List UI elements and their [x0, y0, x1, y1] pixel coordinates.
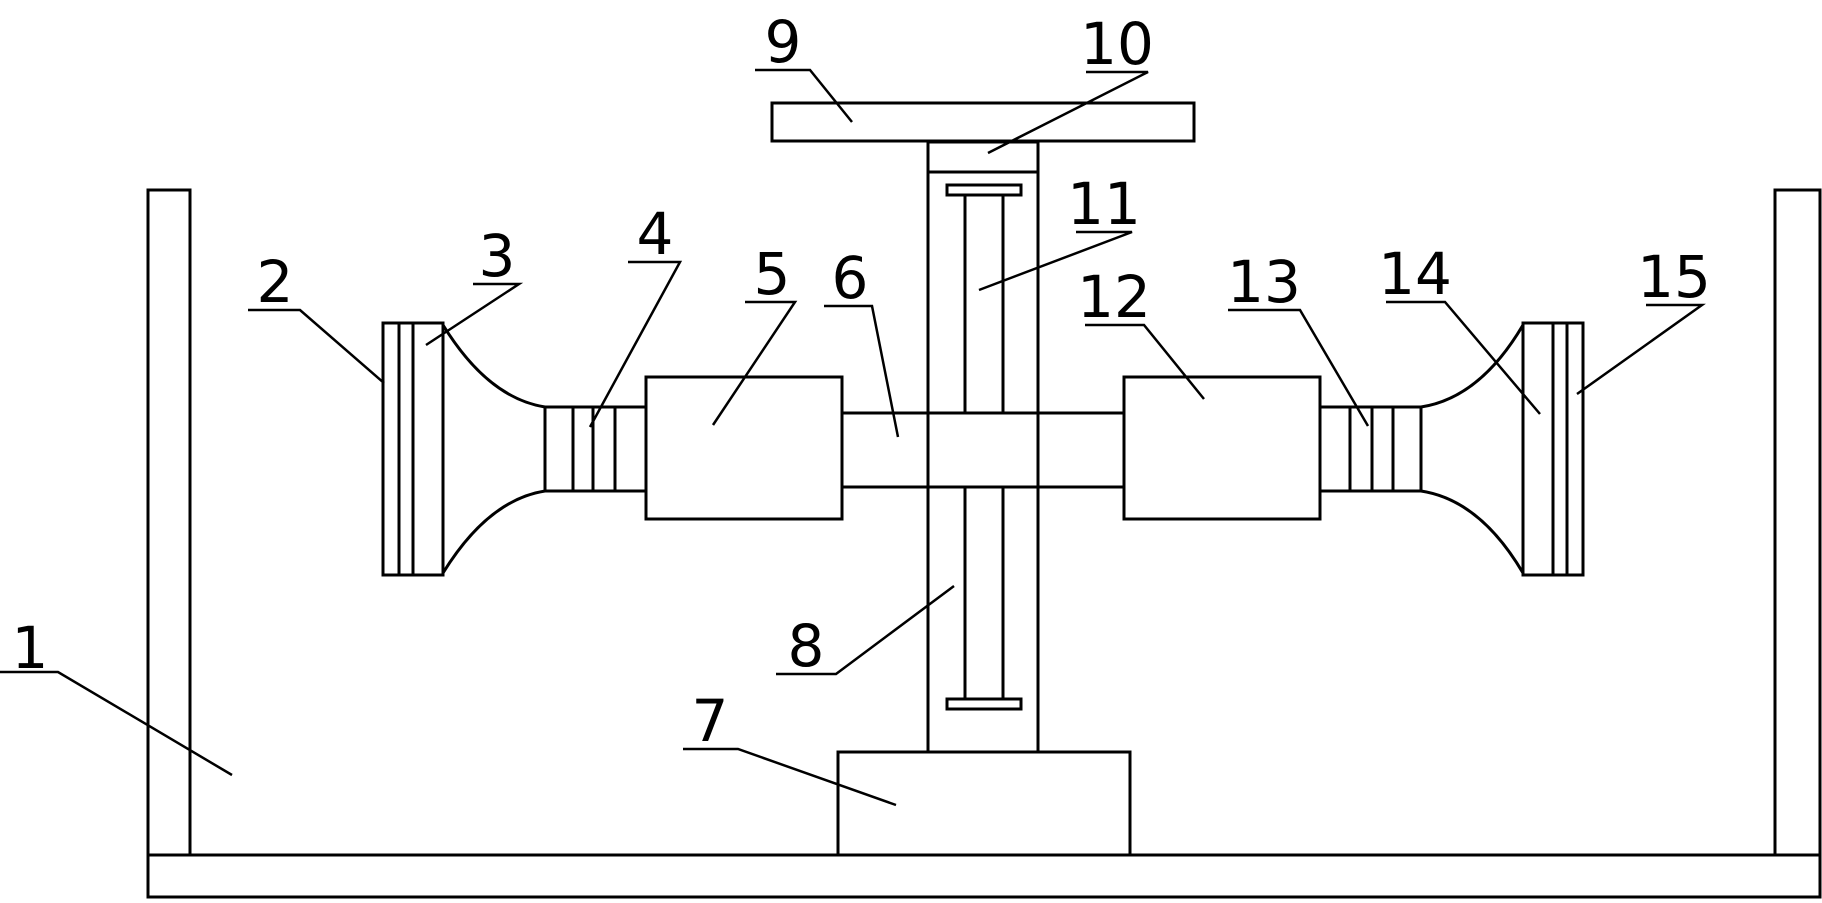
right-disc-face: [1521, 321, 1555, 577]
label-10: 10: [1080, 10, 1154, 78]
left-cone-upper: [441, 324, 546, 409]
label-6: 6: [832, 244, 869, 312]
right-cone-lower: [1420, 489, 1525, 574]
shaft-right-segment: [1036, 411, 1126, 489]
left-disc-face: [411, 321, 445, 577]
right-motor-box: [1122, 375, 1322, 521]
leader-9: [755, 68, 853, 123]
leader-5: [711, 300, 798, 426]
label-7: 7: [692, 687, 729, 755]
right-disc-outer: [1565, 321, 1585, 577]
leader-13: [1228, 308, 1370, 427]
label-14: 14: [1378, 240, 1452, 308]
leader-7: [683, 747, 897, 807]
label-12: 12: [1077, 263, 1151, 331]
frame-base: [146, 853, 1822, 899]
label-1: 1: [12, 614, 49, 682]
lower-screw-rod: [945, 485, 1023, 711]
leader-8: [776, 584, 955, 676]
label-15: 15: [1637, 243, 1711, 311]
leader-10: [987, 70, 1149, 155]
left-coupling-body: [543, 405, 648, 493]
label-5: 5: [754, 240, 791, 308]
right-cone-upper: [1420, 324, 1525, 409]
label-9: 9: [765, 8, 802, 76]
right-cone-assembly: [1420, 321, 1585, 577]
leader-lines: [0, 68, 1706, 807]
leader-1: [0, 670, 233, 777]
right-disc-inner: [1551, 321, 1569, 577]
leader-14: [1386, 300, 1541, 415]
lower-rod-shaft: [963, 485, 1005, 701]
left-disc-outer: [381, 321, 401, 577]
shaft-left-segment: [840, 411, 930, 489]
leader-6: [824, 304, 900, 438]
horizontal-shaft: [840, 411, 1126, 489]
leader-15: [1576, 303, 1706, 396]
left-coupling: [543, 405, 648, 493]
label-13: 13: [1227, 248, 1301, 316]
leader-12: [1085, 323, 1205, 400]
label-11: 11: [1067, 170, 1141, 238]
frame-right-wall: [1773, 188, 1822, 857]
top-plate: [770, 101, 1196, 143]
frame: [146, 188, 1822, 899]
left-motor-box: [644, 375, 844, 521]
leader-11: [978, 230, 1133, 292]
shaft-center-sleeve: [926, 411, 1040, 489]
left-disc-inner: [397, 321, 415, 577]
leader-2: [248, 308, 385, 384]
label-2: 2: [257, 248, 294, 316]
left-cone-assembly: [381, 321, 546, 577]
label-3: 3: [479, 222, 516, 290]
frame-left-wall: [146, 188, 192, 857]
upper-rod-shaft: [963, 193, 1005, 415]
lower-rod-cap: [945, 697, 1023, 711]
right-coupling: [1318, 405, 1423, 493]
label-4: 4: [637, 200, 674, 268]
part-labels: 1 2 3 4 5 6 7 8 9 10 11 12 13 14 15: [12, 8, 1711, 755]
left-cone-lower: [441, 489, 546, 574]
leader-4: [588, 260, 683, 428]
leader-3: [425, 282, 524, 347]
base-block: [836, 750, 1132, 857]
label-8: 8: [788, 612, 825, 680]
